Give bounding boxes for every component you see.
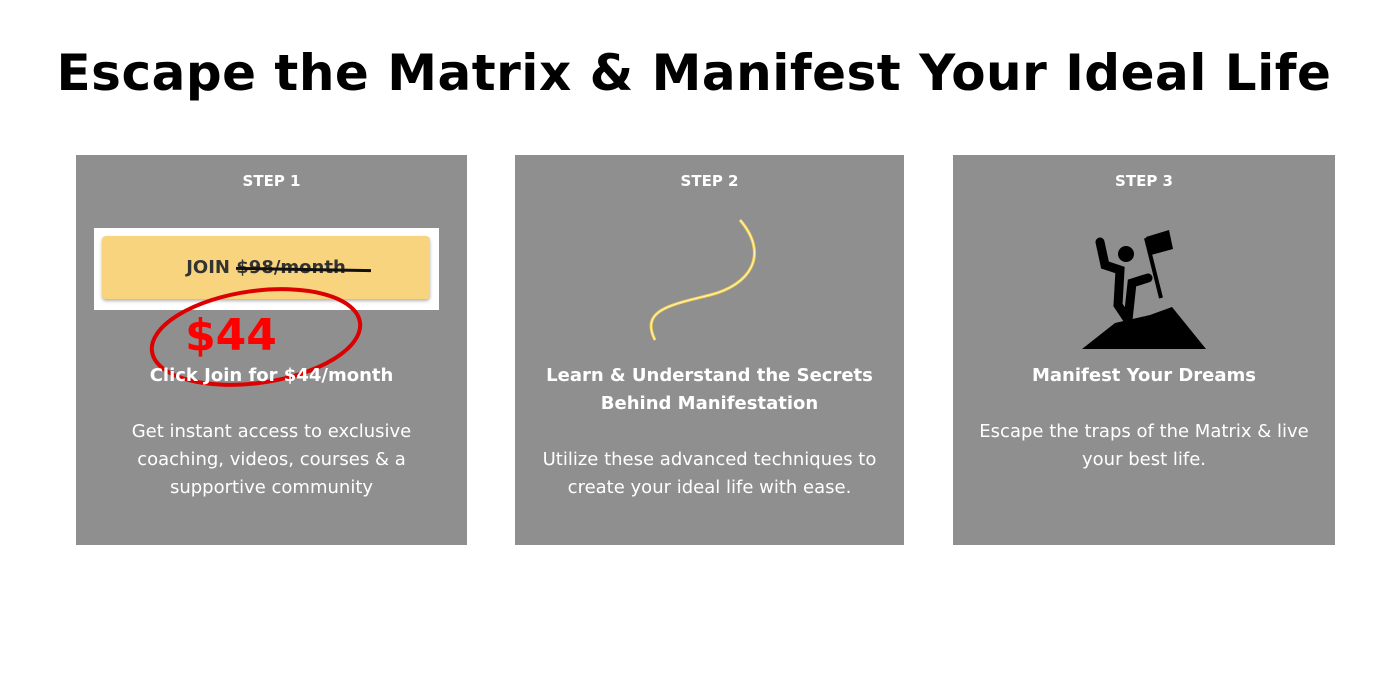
- card-title: Manifest Your Dreams: [1031, 365, 1256, 386]
- sparkle-swirl-icon: [649, 219, 756, 341]
- mountain-flag-icon: [1082, 230, 1206, 349]
- step-label: STEP 2: [680, 172, 739, 190]
- card-description: Utilize these advanced techniques to cre…: [542, 449, 877, 498]
- step-label: STEP 1: [242, 172, 301, 190]
- page-title: Escape the Matrix & Manifest Your Ideal …: [56, 44, 1332, 102]
- red-circle-icon: [149, 287, 363, 387]
- join-button-image: JOIN $98/month: [94, 228, 439, 310]
- card-description: Escape the traps of the Matrix & live yo…: [979, 421, 1309, 470]
- card-title: Learn & Understand the Secrets Behind Ma…: [546, 365, 873, 414]
- join-label: JOIN: [186, 257, 230, 278]
- card-description: Get instant access to exclusive coaching…: [131, 421, 412, 498]
- new-price: $44: [185, 310, 277, 361]
- step-label: STEP 3: [1115, 172, 1173, 190]
- step-3-card: STEP 3 Manifest Your Dreams Escape the t…: [953, 155, 1335, 545]
- step-1-card: STEP 1 JOIN $98/month $44 Click Join for…: [76, 155, 467, 545]
- step-2-card: STEP 2 Learn & Understand the Secrets Be…: [515, 155, 904, 545]
- card-title: Click Join for $44/month: [149, 365, 394, 386]
- old-price: $98/month: [236, 257, 346, 278]
